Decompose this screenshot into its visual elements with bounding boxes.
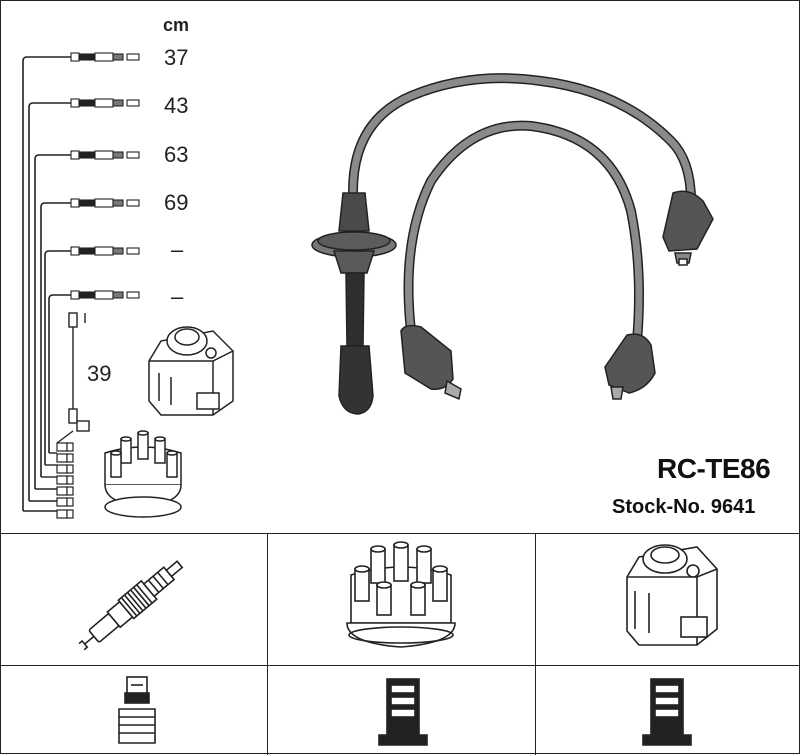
spark-plug-icon — [78, 560, 184, 651]
ignition-cable-set-icon — [311, 73, 714, 415]
grid-divider-left — [267, 533, 268, 755]
wire-length-6: – — [171, 284, 184, 309]
grid-divider-right — [535, 533, 536, 755]
wire-length-4: 69 — [164, 190, 189, 215]
coil-terminal-icon — [642, 678, 692, 746]
product-code: RC-TE86 — [657, 453, 771, 484]
wire-length-1: 37 — [164, 45, 189, 70]
unit-label: cm — [163, 15, 190, 35]
distributor-terminal-icon — [378, 678, 428, 746]
wire-length-3: 63 — [164, 142, 189, 167]
distributor-cap-large-icon — [346, 541, 456, 648]
wire-length-5: – — [171, 237, 184, 262]
spark-plug-terminal-icon — [118, 676, 156, 744]
coil-lead-length: 39 — [87, 361, 112, 386]
wire-connector-2 — [70, 98, 140, 108]
cable-schematic — [22, 52, 714, 519]
wire-connector-1 — [70, 52, 140, 62]
distributor-cap-icon — [104, 430, 182, 518]
wire-connector-3 — [70, 150, 140, 160]
grid-divider-top — [1, 533, 799, 534]
stock-number: Stock-No. 9641 — [612, 496, 756, 518]
ignition-coil-icon — [148, 326, 234, 416]
wire-connector-6 — [70, 290, 140, 300]
wire-connector-5 — [70, 246, 140, 256]
grid-divider-middle — [1, 665, 799, 666]
ignition-coil-large-icon — [626, 544, 718, 646]
wire-length-2: 43 — [164, 93, 189, 118]
wire-connector-4 — [70, 198, 140, 208]
